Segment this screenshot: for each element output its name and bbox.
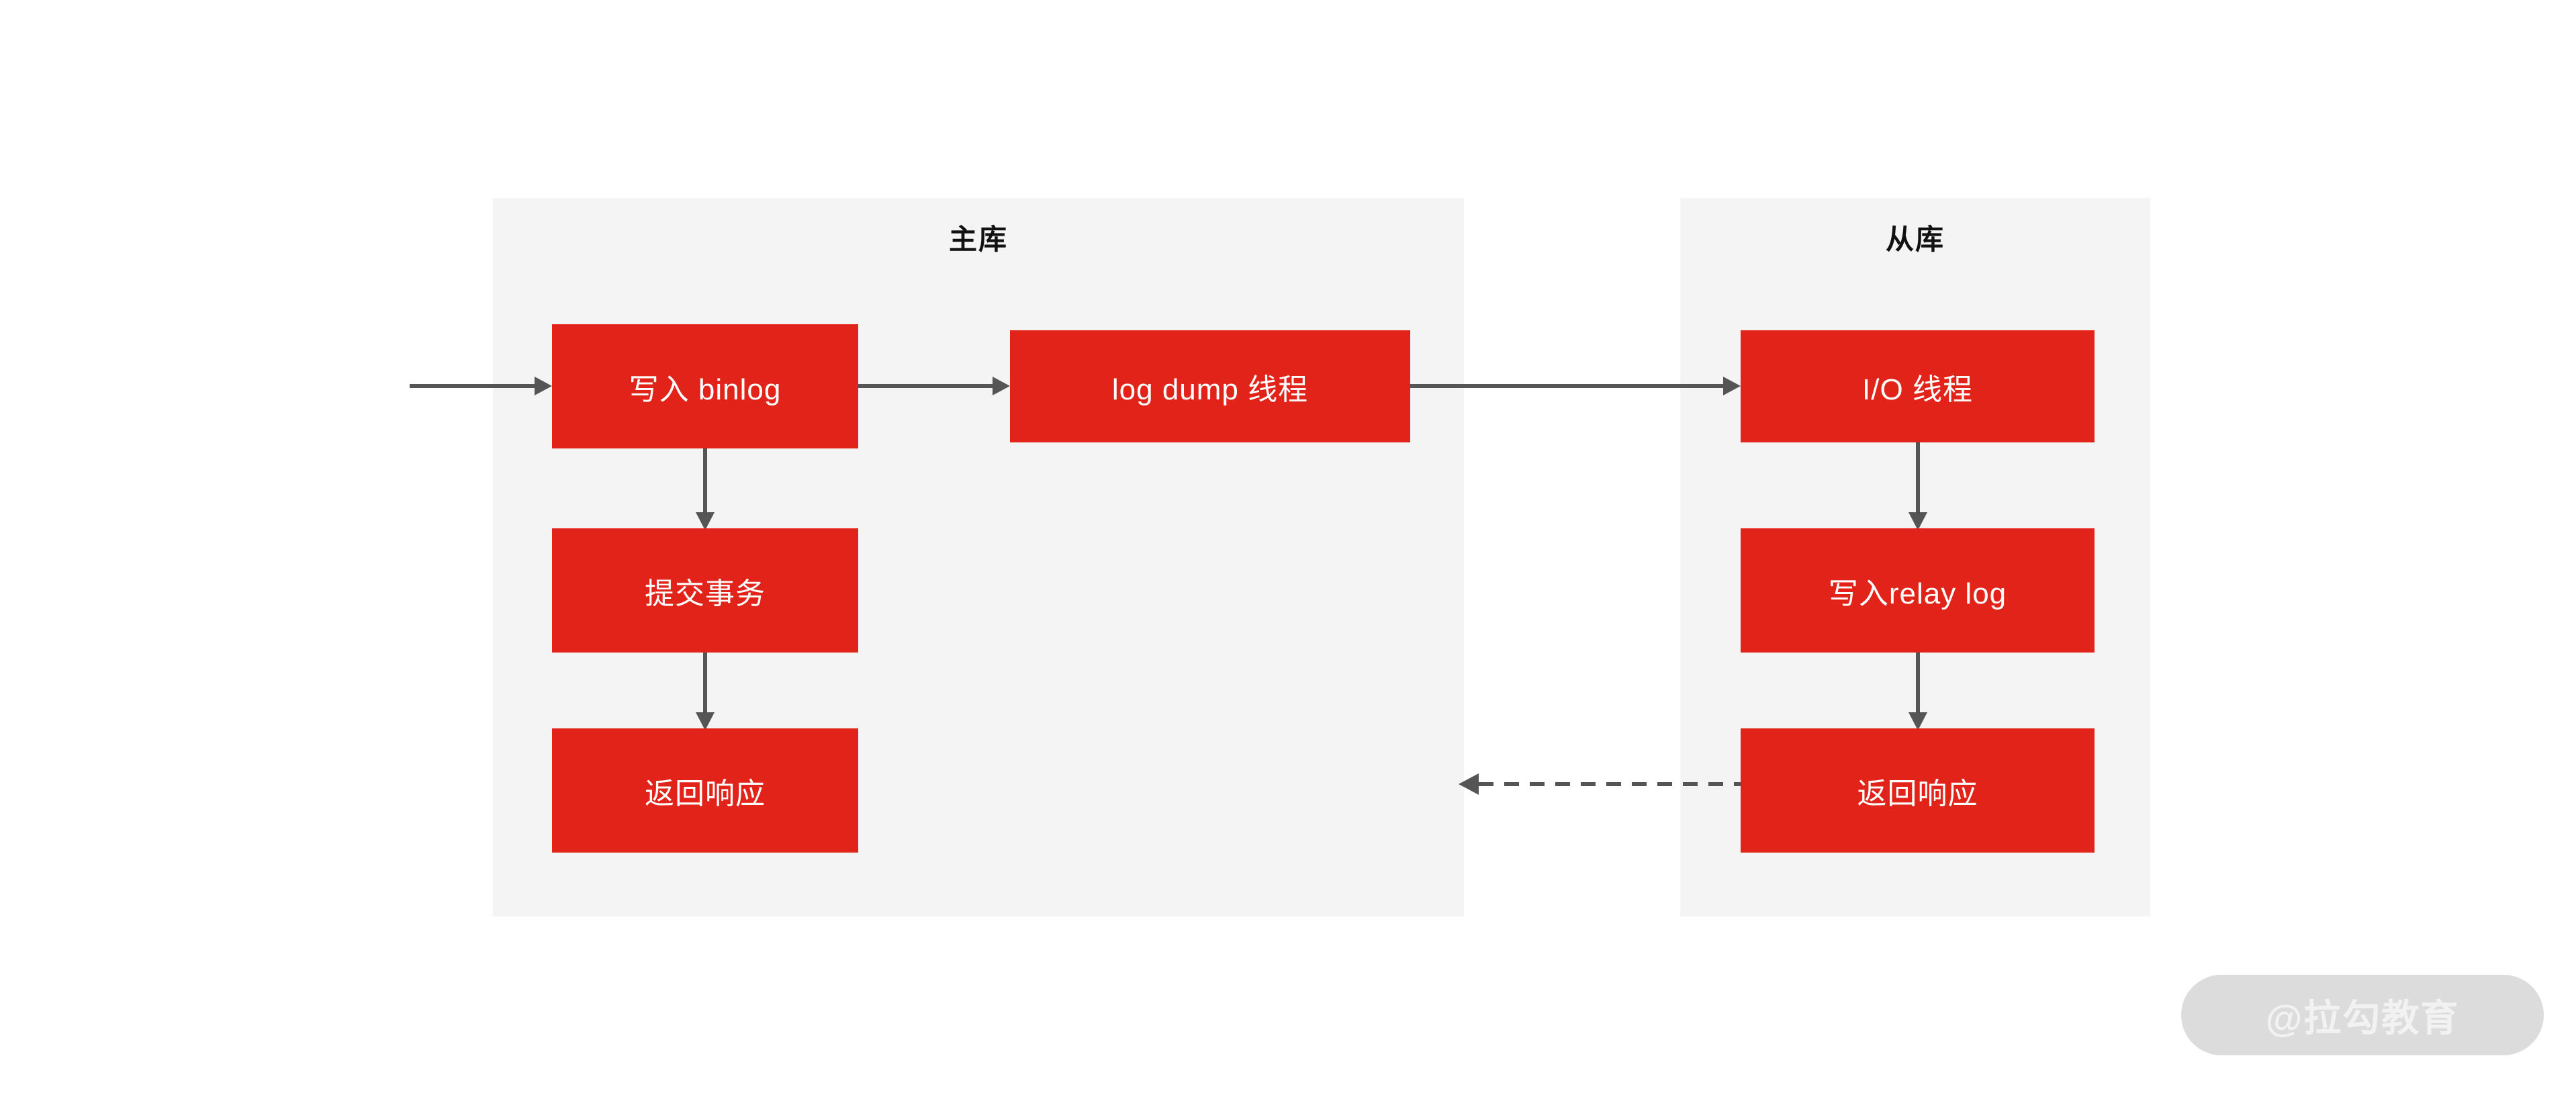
- node-return-response-master[interactable]: 返回响应: [552, 728, 858, 853]
- watermark-badge: @拉勾教育: [2181, 975, 2544, 1055]
- edge-log-dump-to-io-thread: [1406, 373, 1749, 399]
- edge-slave-response-to-master: [1451, 771, 1753, 798]
- node-return-response-slave[interactable]: 返回响应: [1741, 728, 2095, 853]
- node-log-dump-thread[interactable]: log dump 线程: [1010, 330, 1410, 442]
- node-commit-transaction[interactable]: 提交事务: [552, 528, 858, 653]
- watermark-text: @拉勾教育: [2265, 996, 2460, 1039]
- edge-write-binlog-to-log-dump: [853, 373, 1021, 399]
- edge-commit-transaction-to-return-response: [692, 647, 719, 738]
- panel-master-title: 主库: [948, 224, 1008, 255]
- edge-external-to-write-binlog: [403, 373, 564, 399]
- node-io-thread[interactable]: I/O 线程: [1741, 330, 2095, 442]
- panel-slave-title: 从库: [1885, 224, 1945, 255]
- node-write-binlog[interactable]: 写入 binlog: [552, 324, 858, 448]
- node-write-relay-log[interactable]: 写入relay log: [1741, 528, 2095, 653]
- edge-write-binlog-to-commit-transaction: [692, 443, 719, 537]
- edge-io-thread-to-write-relay-log: [1904, 438, 1931, 537]
- edge-write-relay-log-to-return-response: [1904, 647, 1931, 738]
